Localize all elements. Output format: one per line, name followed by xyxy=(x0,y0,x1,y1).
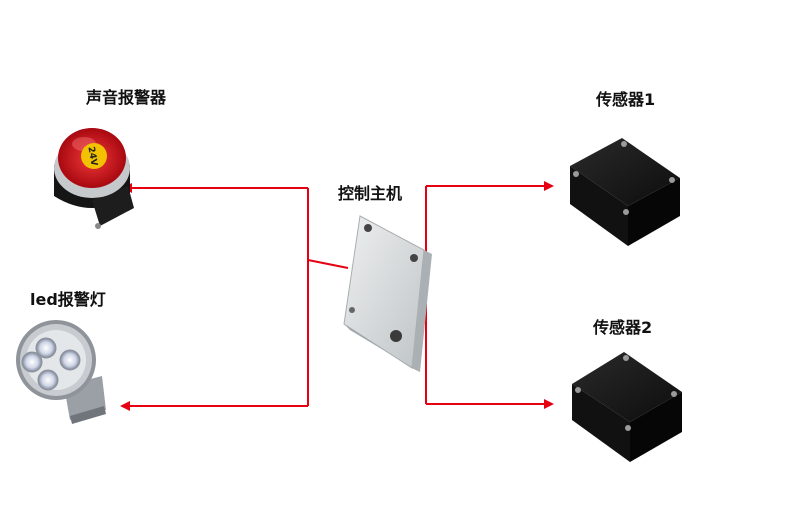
sensor1-label: 传感器1 xyxy=(596,90,656,109)
siren-badge: 24V xyxy=(85,146,98,167)
led-label: led报警灯 xyxy=(30,290,106,309)
sensor2-box-icon xyxy=(572,352,682,462)
sensor2-label: 传感器2 xyxy=(593,318,653,337)
controller-box-icon xyxy=(343,215,432,372)
siren-icon: 24V xyxy=(54,128,134,229)
connection-lines xyxy=(120,181,554,411)
sensor1-box-icon xyxy=(570,138,680,246)
line-controller-to-left-bus xyxy=(307,259,349,269)
led-lamp-icon xyxy=(16,320,106,424)
siren-label: 声音报警器 xyxy=(86,88,167,107)
controller-label: 控制主机 xyxy=(338,184,403,203)
